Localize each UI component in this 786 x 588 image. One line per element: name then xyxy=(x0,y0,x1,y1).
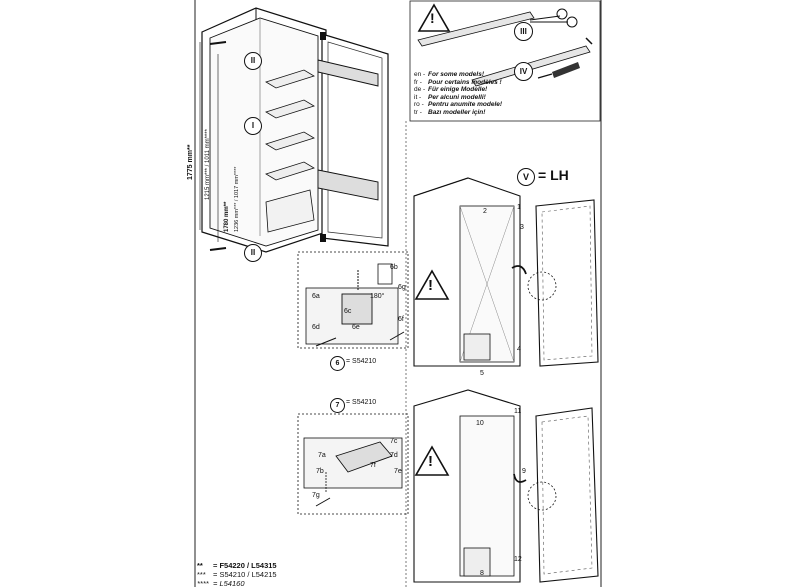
legend-line-3: ****= L54160 xyxy=(197,579,245,588)
dimension-height-total: 1775 mm** xyxy=(187,144,194,180)
hinge-detail-6-illustration xyxy=(297,251,409,349)
callout-7e: 7e xyxy=(394,468,402,475)
warning-triangle-icon xyxy=(417,3,451,32)
callout-8: 8 xyxy=(480,570,484,577)
warning-mark-bottom: ! xyxy=(428,453,433,470)
callout-7g: 7g xyxy=(312,492,320,499)
step-i-badge: I xyxy=(244,117,262,135)
callout-2: 2 xyxy=(483,208,487,215)
warning-triangle-icon xyxy=(414,445,450,476)
callout-7d: 7d xyxy=(390,452,398,459)
callout-7a: 7a xyxy=(318,452,326,459)
legend-line-2: ***= S54210 / L54215 xyxy=(197,570,277,579)
callout-5: 5 xyxy=(480,370,484,377)
step-ii-bottom-badge: II xyxy=(244,244,262,262)
callout-6e: 6e xyxy=(352,324,360,331)
callout-12: 12 xyxy=(514,556,522,563)
step-6-badge: 6 xyxy=(330,356,345,371)
step-6-model: = S54210 xyxy=(346,358,377,365)
callout-4: 4 xyxy=(517,346,521,353)
callout-10: 10 xyxy=(476,420,484,427)
callout-6g: 6g xyxy=(398,284,406,291)
callout-6c: 6c xyxy=(344,308,352,315)
callout-7b: 7b xyxy=(316,468,324,475)
warning-mark-top: ! xyxy=(430,10,435,26)
callout-7f: 7f xyxy=(370,462,376,469)
step-v-badge: V xyxy=(517,168,535,186)
step-ii-top-badge: II xyxy=(244,52,262,70)
callout-11: 11 xyxy=(514,408,522,415)
callout-7c: 7c xyxy=(390,438,398,445)
callout-1: 1 xyxy=(517,204,521,211)
note-it: it -Per alcuni modelli! xyxy=(414,93,486,101)
callout-6d: 6d xyxy=(312,324,320,331)
angle-label: 180° xyxy=(370,293,385,300)
step-7-model: = S54210 xyxy=(346,399,377,406)
cabinet-door-refit-illustration xyxy=(413,389,599,583)
step-iii-badge: III xyxy=(514,22,533,41)
note-en: en -For some models! xyxy=(414,71,484,78)
legend-line-1: **= F54220 / L54315 xyxy=(197,561,277,570)
fridge-open-illustration xyxy=(199,7,389,253)
step-iv-badge: IV xyxy=(514,62,533,81)
warning-mark-middle: ! xyxy=(428,277,433,294)
callout-6a: 6a xyxy=(312,293,320,300)
lh-label: = LH xyxy=(538,167,569,183)
note-ro: ro -Pentru anumite modele! xyxy=(414,101,503,108)
step-7-badge: 7 xyxy=(330,398,345,413)
hinge-detail-7-illustration xyxy=(297,413,409,515)
warning-triangle-icon xyxy=(414,269,450,300)
dimension-height-alt: 1215 mm*** / 1011 mm**** xyxy=(205,129,211,200)
cabinet-door-swap-illustration xyxy=(413,177,599,367)
dimension-height-lower-alt: 1236 mm*** / 1017 mm**** xyxy=(234,166,240,232)
note-de: de -Für einige Modelle! xyxy=(414,86,488,93)
dimension-height-lower: 1780 mm** xyxy=(224,201,230,232)
callout-3: 3 xyxy=(520,224,524,231)
callout-6b: 6b xyxy=(390,264,398,271)
callout-9: 9 xyxy=(522,468,526,475)
note-fr: fr -Pour certains modèles ! xyxy=(414,78,502,86)
callout-6f: 6f xyxy=(398,316,404,323)
note-tr: tr -Bazı modeller için! xyxy=(414,108,486,116)
